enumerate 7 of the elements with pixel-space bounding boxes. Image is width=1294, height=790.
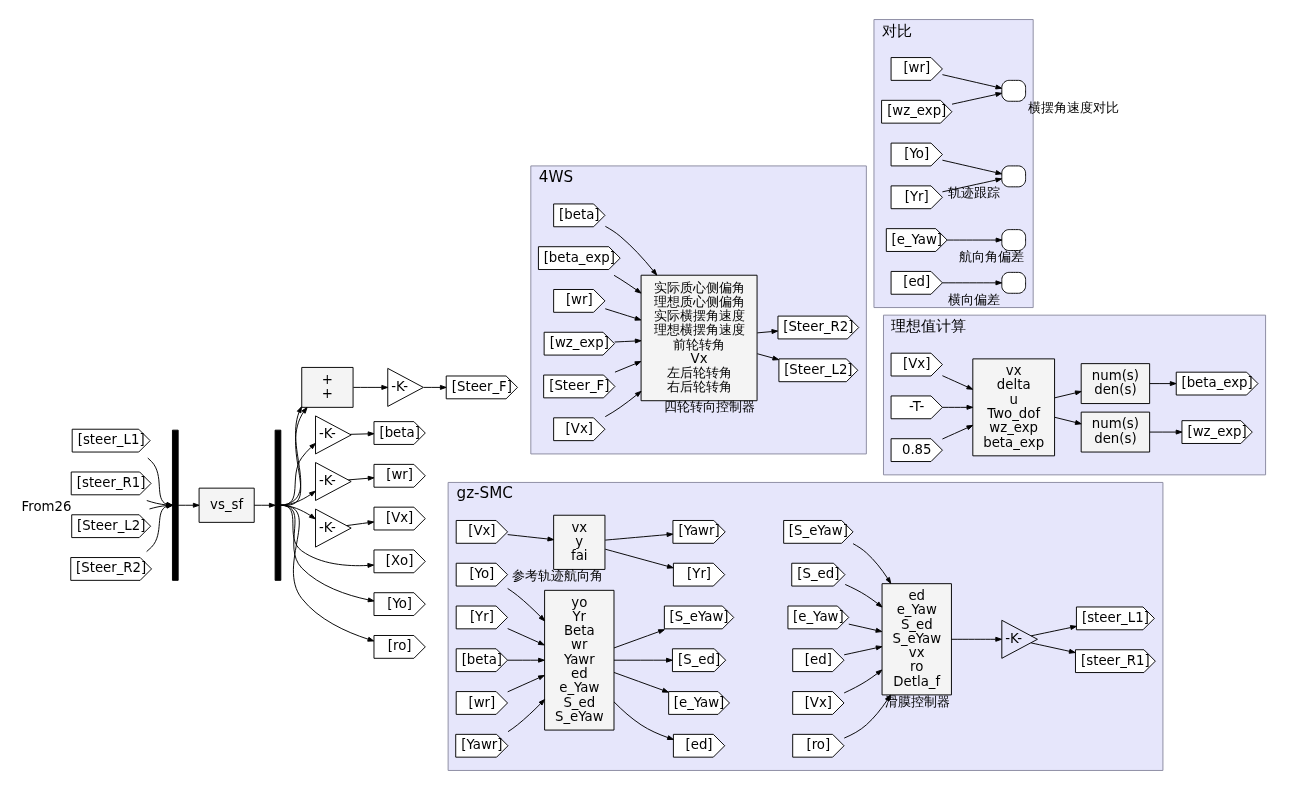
node-label: 轨迹跟踪 [947,185,1000,201]
node-label: From26 [21,499,71,515]
node-label: 参考轨迹航向角 [511,568,603,584]
node-label: 横向偏差 [947,291,1000,307]
node-label: 航向角偏差 [958,249,1024,265]
node-label: 四轮转向控制器 [663,399,755,415]
node-label: 滑膜控制器 [884,693,950,709]
